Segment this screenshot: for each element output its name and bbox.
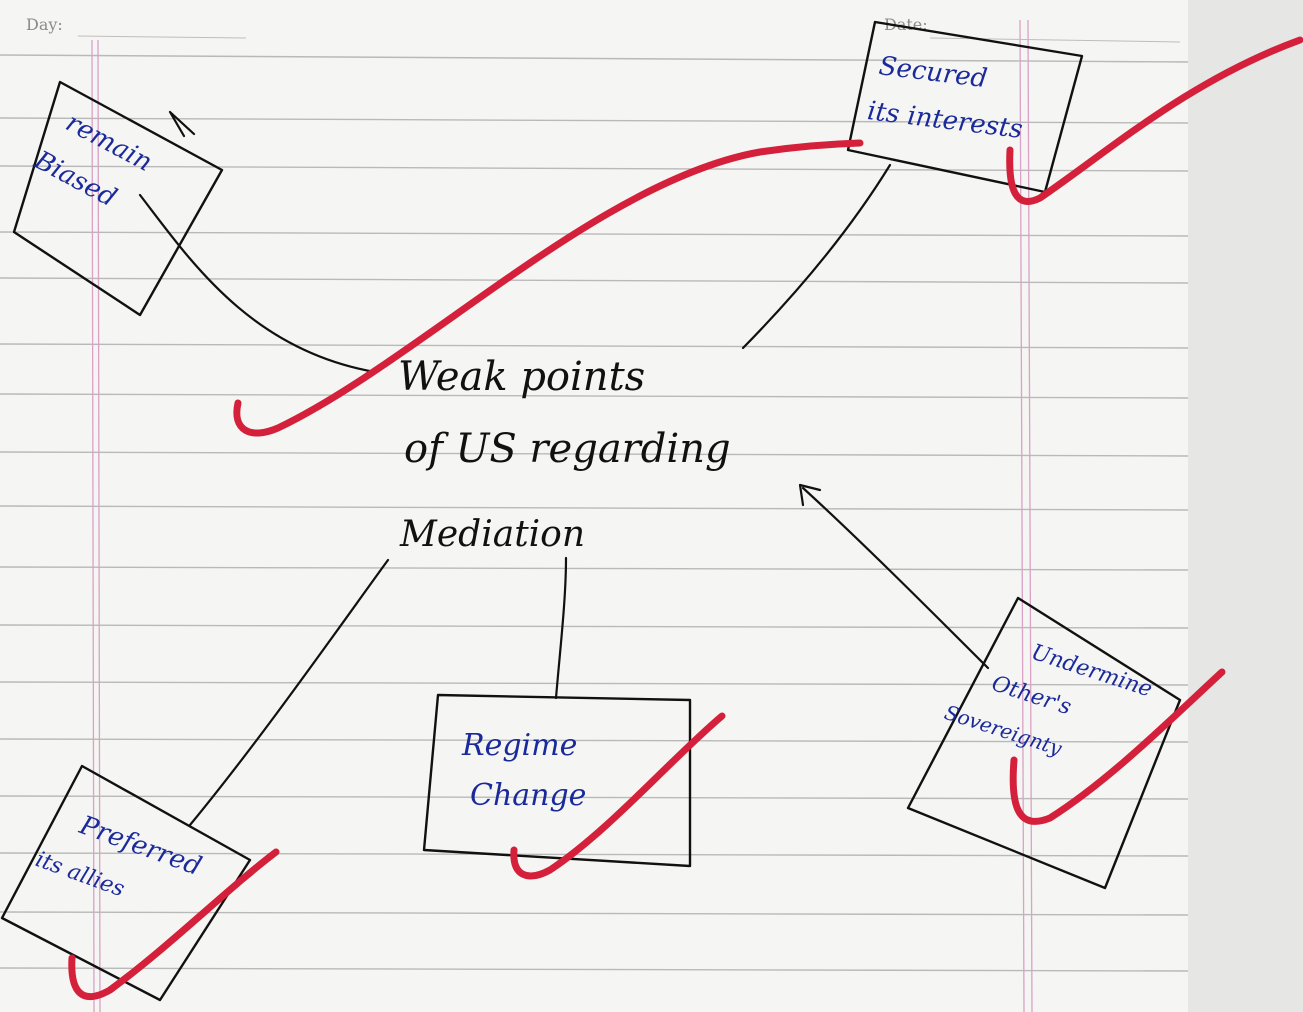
- arrowhead-undermine: [798, 483, 822, 507]
- tick-secured-interests: [1006, 36, 1303, 205]
- day-underline: [77, 35, 247, 39]
- day-label: Day:: [26, 15, 63, 34]
- ruled-lines: [0, 54, 1189, 972]
- box-remain-biased: [12, 80, 224, 317]
- tick-long-center: [233, 139, 864, 437]
- connector-preferred-allies: [188, 558, 390, 827]
- connector-undermine: [801, 486, 990, 670]
- tick-regime-change: [510, 712, 726, 880]
- connector-remain-biased: [138, 193, 377, 374]
- tick-preferred-allies: [68, 848, 280, 1001]
- box-undermine: [906, 596, 1182, 890]
- page-edge: [1188, 0, 1303, 1012]
- margin-lines: [91, 19, 1033, 1012]
- connector-secured-interests: [741, 163, 892, 350]
- center-topic-line-1: Weak points: [398, 354, 645, 400]
- tick-undermine: [1009, 668, 1226, 825]
- center-topic-line-3: Mediation: [399, 514, 585, 555]
- connectors: [138, 110, 990, 827]
- arrowhead-remain-biased: [168, 110, 196, 138]
- regime-change-line-2: Change: [470, 778, 586, 813]
- red-ticks: [68, 36, 1303, 1001]
- regime-change-line-1: Regime: [461, 728, 577, 763]
- label-regime-change: Regime Change: [461, 728, 586, 813]
- box-regime-change: [422, 693, 692, 868]
- box-outlines: [0, 20, 1182, 1002]
- connector-regime-change: [554, 556, 568, 700]
- center-topic: Weak points of US regarding Mediation: [398, 354, 731, 555]
- center-topic-line-2: of US regarding: [404, 426, 731, 472]
- box-preferred-allies: [0, 764, 252, 1002]
